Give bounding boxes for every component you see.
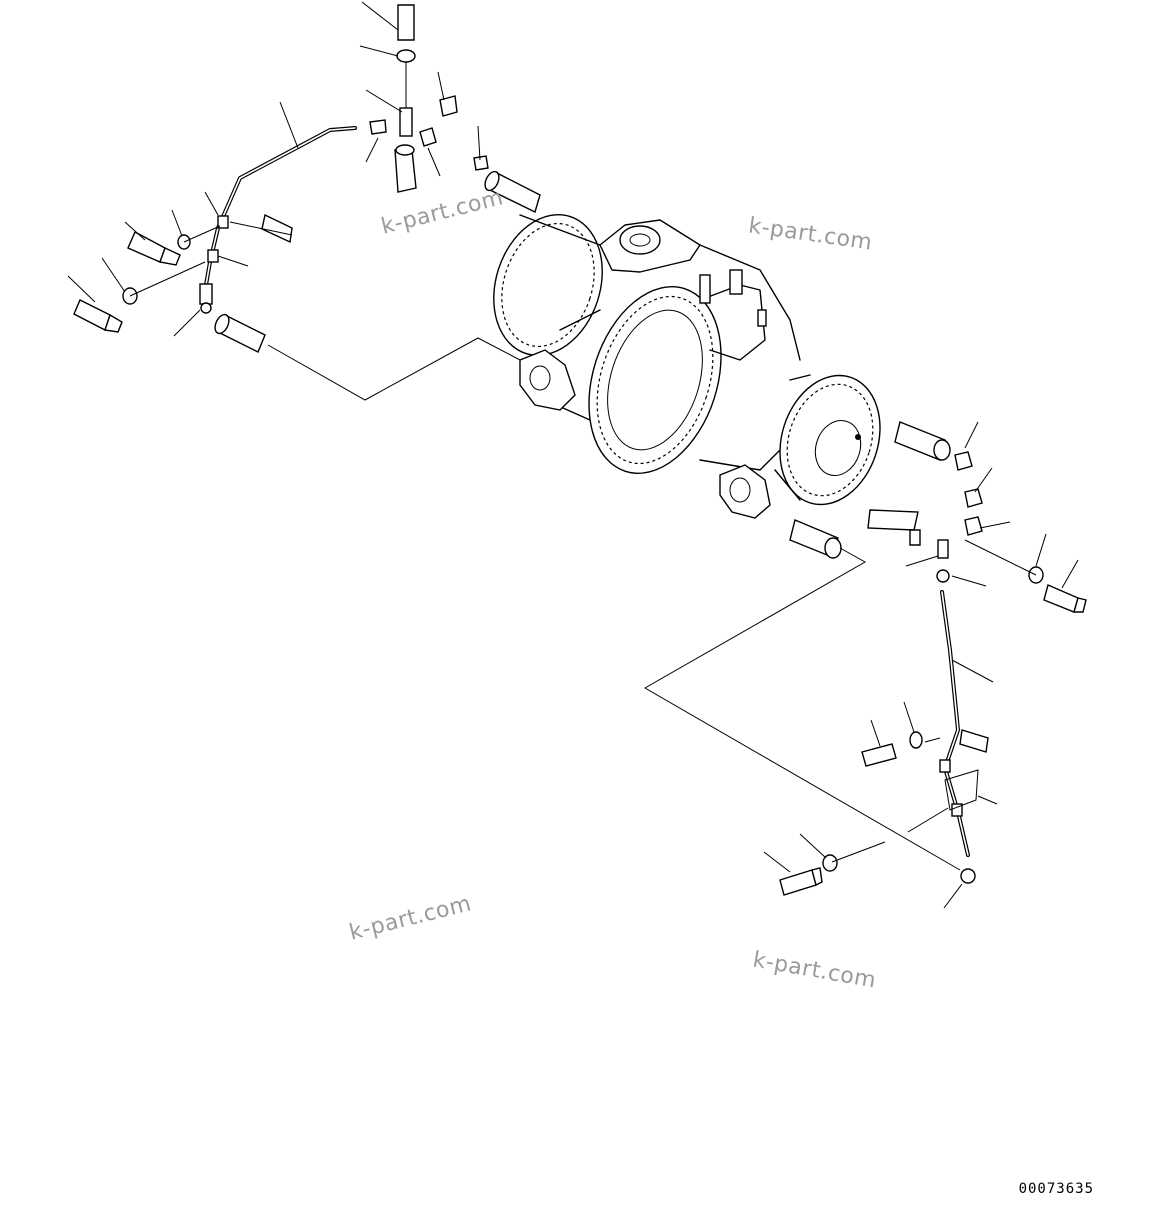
- pivot-pin-right-lower: [789, 519, 842, 559]
- axle-housing: [493, 213, 881, 519]
- clamp-bracket-left: [261, 213, 293, 244]
- pivot-pin-right-mid: [867, 509, 919, 531]
- fitting-top-right: [473, 155, 489, 171]
- washer-right-mid: [909, 731, 923, 749]
- elbow-fitting-top: [369, 95, 458, 147]
- pivot-pin-top: [484, 170, 541, 213]
- bolt-left-lower: [73, 299, 123, 333]
- washer-top: [396, 49, 416, 63]
- elbow-fittings-right: [909, 451, 983, 546]
- right-lubrication-pipe: [939, 590, 970, 857]
- bolt-right-mid: [861, 743, 897, 767]
- grease-fitting-top: [394, 144, 417, 193]
- grease-fitting-right: [936, 539, 976, 884]
- bolt-right-upper: [1043, 584, 1087, 613]
- left-lubrication-pipe: [204, 126, 357, 287]
- assembly-lines: [129, 62, 1037, 871]
- pivot-pin-left: [214, 313, 266, 353]
- drawing-code: 00073635: [1018, 1181, 1094, 1197]
- grease-fitting-left: [199, 283, 213, 314]
- bolt-left-upper: [127, 231, 181, 266]
- washer-right-lower: [822, 854, 838, 872]
- bolt-top: [397, 4, 415, 41]
- clamp-bracket-right: [944, 729, 989, 811]
- pivot-pin-right-upper: [894, 421, 951, 461]
- callout-leaders: [67, 1, 1079, 909]
- bolt-right-lower: [779, 867, 823, 896]
